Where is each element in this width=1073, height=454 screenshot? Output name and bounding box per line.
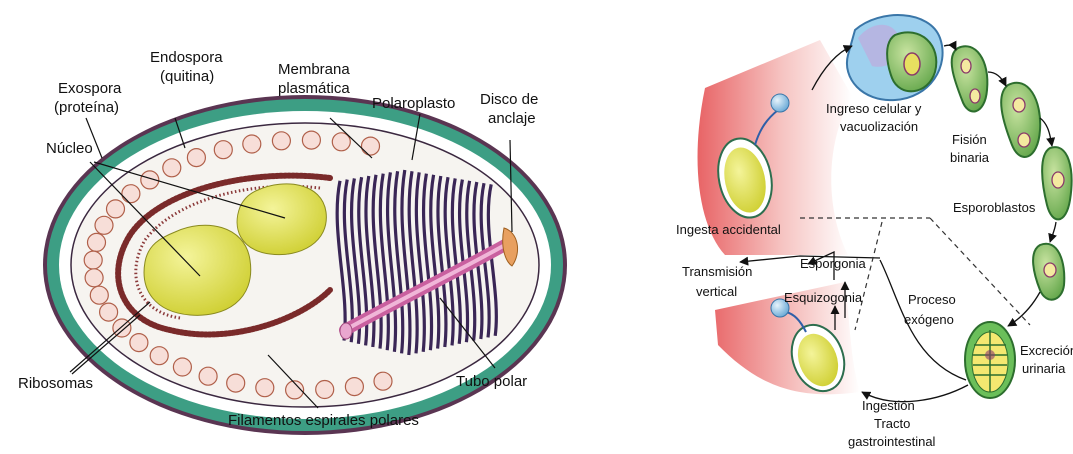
label-filamentos: Filamentos espirales polares [228,412,419,429]
host-cell-vacuole [847,15,943,100]
label-ribosomas: Ribosomas [18,375,93,392]
ribosome [163,159,181,177]
ribosome [243,135,261,153]
ribosome [374,372,392,390]
label-exospora-1: Exospora [58,80,122,97]
ribosome [345,378,363,396]
ribosome [187,149,205,167]
sporoblast-cell [1042,147,1071,219]
label-membrana-1: Membrana [278,61,350,78]
label-proceso-2: exógeno [904,312,954,327]
ribosome [214,141,232,159]
label-disco-1: Disco de [480,91,538,108]
ribosome [85,269,103,287]
fission-cell-2-nucleus-a [1013,98,1025,112]
spore-diagram: Exospora (proteína) Endospora (quitina) … [18,49,567,435]
arrow-to-sporoblast [1040,118,1052,146]
ribosome [95,216,113,234]
arrow-to-mature [1050,222,1056,242]
ribosome [316,381,334,399]
arrow-to-fission-2 [988,72,1006,86]
ribosome [122,185,140,203]
label-disco-2: anclaje [488,110,536,127]
fission-cell-1-body [952,46,988,111]
label-ingreso-2: vacuolización [840,119,918,134]
ribosome [227,374,245,392]
label-membrana-2: plasmática [278,80,350,97]
label-proceso-1: Proceso [908,292,956,307]
ribosome [199,367,217,385]
label-ingesta: Ingesta accidental [676,222,781,237]
label-ingestion-2: Tracto [874,416,910,431]
ribosome [173,358,191,376]
label-polaroplasto: Polaroplasto [372,95,455,112]
ribosome [302,131,320,149]
label-endospora-1: Endospora [150,49,223,66]
dashed-to-lower [855,222,882,330]
nucleus-upper [237,184,326,255]
label-ingestion-3: gastrointestinal [848,434,936,449]
life-cycle-diagram: Ingreso celular y vacuolización Fisión b… [676,15,1073,449]
label-ingreso-1: Ingreso celular y [826,101,922,116]
ribosome [107,200,125,218]
label-fision-1: Fisión [952,132,987,147]
ribosome [256,379,274,397]
fission-cell-1-nucleus-a [961,59,971,73]
ribosome [272,132,290,150]
label-ingestion-1: Ingestión [862,398,915,413]
fission-cell-1 [952,46,988,111]
arrow-to-excreted [1008,292,1040,326]
excreted-spore-nucleus [985,350,995,360]
sporoblast-nucleus [1052,172,1064,188]
fission-cell-2 [1001,83,1040,157]
label-exospora-2: (proteína) [54,99,119,116]
label-esporoblastos: Esporoblastos [953,200,1036,215]
vacuole-nucleus [904,53,920,75]
mature-cell-nucleus [1044,263,1056,277]
label-transmision-1: Transmisión [682,264,752,279]
polar-tube-tip [340,323,352,339]
ribosome [150,347,168,365]
arrow-to-fission-1 [944,45,956,50]
ribosome [84,251,102,269]
ribosome [90,286,108,304]
label-fision-2: binaria [950,150,990,165]
label-nucleo: Núcleo [46,140,93,157]
label-excrecion-2: urinaria [1022,361,1066,376]
ribosome [362,137,380,155]
label-esporgonia: Esporgonia [800,256,867,271]
mature-cell [1033,244,1064,300]
fission-cell-1-nucleus-b [970,89,980,103]
label-transmision-2: vertical [696,284,737,299]
ribosome [88,233,106,251]
label-esquizogonia: Esquizogonia [784,290,863,305]
fission-cell-2-nucleus-b [1018,133,1030,147]
label-tubo-polar: Tubo polar [456,373,527,390]
label-endospora-2: (quitina) [160,68,214,85]
ribosome [130,334,148,352]
ribosome [100,303,118,321]
dashed-to-excreted [930,218,1030,325]
label-excrecion-1: Excreción [1020,343,1073,358]
excreted-spore [965,322,1015,398]
spore-upper-sporoplasm [771,94,789,112]
